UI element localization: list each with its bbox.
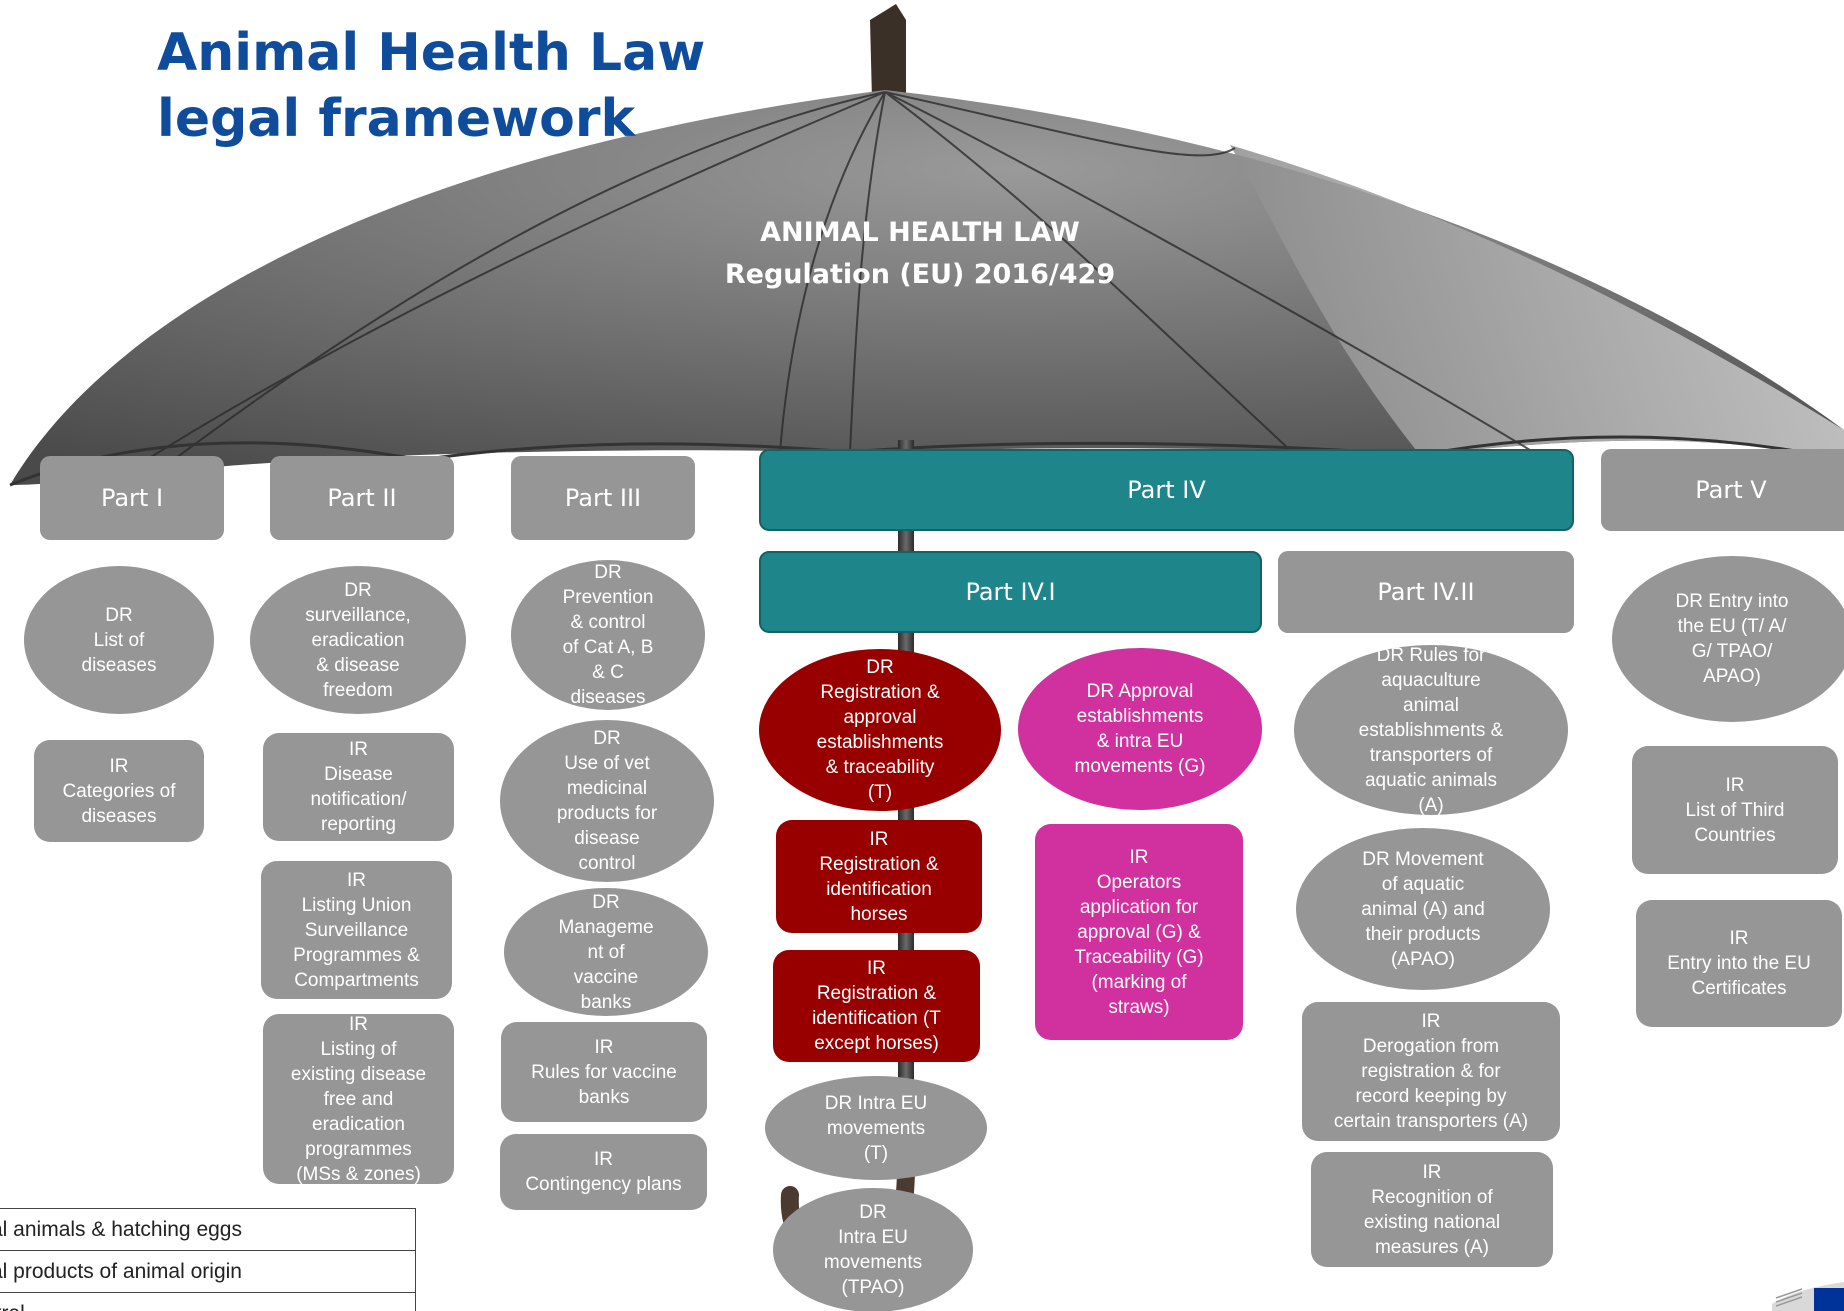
p42-dr-aquaculture-establishments: DR Rules for aquaculture animal establis… bbox=[1294, 645, 1568, 815]
part-5-header: Part V bbox=[1601, 449, 1844, 531]
eu-logo-icon bbox=[1772, 1282, 1844, 1311]
p5-ir-entry-certificates: IR Entry into the EU Certificates bbox=[1636, 900, 1842, 1027]
p41-dr-approval-establishments-g: DR Approval establishments & intra EU mo… bbox=[1018, 648, 1262, 810]
legend-row-3: itral bbox=[0, 1293, 415, 1311]
part-2-header: Part II bbox=[270, 456, 454, 540]
p2-ir-listing-union-surveillance: IR Listing Union Surveillance Programmes… bbox=[261, 861, 452, 999]
p41-dr-intra-eu-movements-t: DR Intra EU movements (T) bbox=[765, 1076, 987, 1180]
p3-dr-prevention-control: DR Prevention & control of Cat A, B & C … bbox=[511, 560, 705, 710]
p2-ir-listing-disease-free: IR Listing of existing disease free and … bbox=[263, 1014, 454, 1184]
part-3-header: Part III bbox=[511, 456, 695, 540]
part-1-header: Part I bbox=[40, 456, 224, 540]
page-title: Animal Health Law legal framework bbox=[157, 20, 705, 152]
p2-ir-disease-notification: IR Disease notification/ reporting bbox=[263, 733, 454, 841]
p42-ir-recognition-national-measures: IR Recognition of existing national meas… bbox=[1311, 1152, 1553, 1267]
part-4-1-header: Part IV.I bbox=[759, 551, 1262, 633]
p41-ir-registration-except-horses: IR Registration & identification (T exce… bbox=[773, 950, 980, 1062]
p3-dr-vet-medicinal-products: DR Use of vet medicinal products for dis… bbox=[500, 720, 714, 882]
part-4-header: Part IV bbox=[759, 449, 1574, 531]
p41-dr-registration-approval: DR Registration & approval establishment… bbox=[759, 649, 1001, 811]
p41-ir-operators-application-g: IR Operators application for approval (G… bbox=[1035, 824, 1243, 1040]
p5-dr-entry-into-eu: DR Entry into the EU (T/ A/ G/ TPAO/ APA… bbox=[1612, 556, 1844, 722]
umbrella-label-line-1: ANIMAL HEALTH LAW bbox=[760, 217, 1080, 248]
umbrella-label: ANIMAL HEALTH LAW Regulation (EU) 2016/4… bbox=[660, 212, 1180, 296]
legend-table: al animals & hatching eggs al products o… bbox=[0, 1208, 416, 1311]
p3-dr-vaccine-banks: DR Manageme nt of vaccine banks bbox=[504, 888, 708, 1016]
umbrella-label-line-2: Regulation (EU) 2016/429 bbox=[724, 259, 1116, 290]
title-line-2: legal framework bbox=[157, 89, 636, 149]
part-4-2-header: Part IV.II bbox=[1278, 551, 1574, 633]
p41-ir-registration-horses: IR Registration & identification horses bbox=[776, 820, 982, 933]
legend-row-2: al products of animal origin bbox=[0, 1251, 415, 1293]
p5-ir-list-third-countries: IR List of Third Countries bbox=[1632, 746, 1838, 874]
p42-ir-derogation-registration: IR Derogation from registration & for re… bbox=[1302, 1002, 1560, 1141]
title-line-1: Animal Health Law bbox=[157, 23, 706, 83]
p1-ir-categories-of-diseases: IR Categories of diseases bbox=[34, 740, 204, 842]
p1-dr-list-of-diseases: DR List of diseases bbox=[24, 566, 214, 714]
p41-dr-intra-eu-movements-tpao: DR Intra EU movements (TPAO) bbox=[773, 1188, 973, 1311]
p3-ir-contingency-plans: IR Contingency plans bbox=[500, 1134, 707, 1210]
p2-dr-surveillance: DR surveillance, eradication & disease f… bbox=[250, 566, 466, 714]
p3-ir-rules-vaccine-banks: IR Rules for vaccine banks bbox=[501, 1022, 707, 1122]
legend-row-1: al animals & hatching eggs bbox=[0, 1209, 415, 1251]
p42-dr-movement-aquatic-animal: DR Movement of aquatic animal (A) and th… bbox=[1296, 828, 1550, 990]
